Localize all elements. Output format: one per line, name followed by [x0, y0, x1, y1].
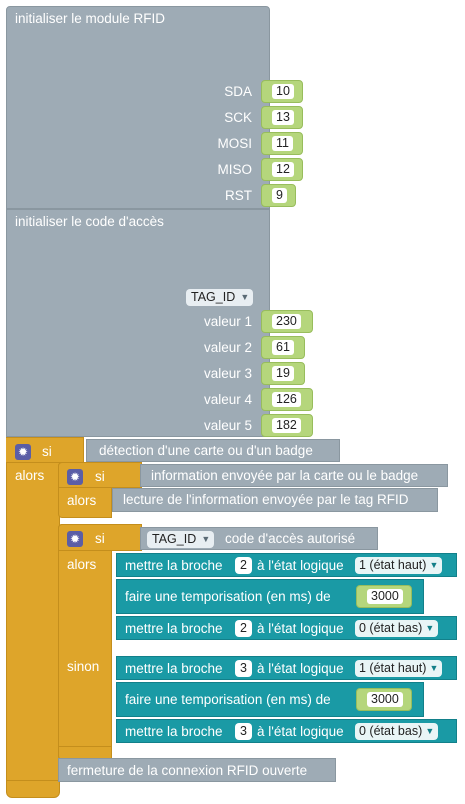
value-label-4: valeur 4: [203, 392, 252, 407]
access-code-init-title: initialiser le code d'accès: [15, 214, 164, 229]
tag-id-dropdown[interactable]: TAG_ID ▼: [186, 289, 254, 306]
value-3[interactable]: 19: [261, 362, 305, 385]
logic-state-dropdown[interactable]: 1 (état haut) ▼: [355, 660, 443, 677]
pin-label-sck: SCK: [224, 110, 252, 125]
rfid-init-title: initialiser le module RFID: [15, 11, 166, 26]
authorized-code-condition[interactable]: TAG_ID ▼ code d'accès autorisé: [140, 527, 378, 550]
value-5[interactable]: 182: [261, 414, 313, 437]
logic-state-label: 1 (état haut): [359, 661, 427, 675]
delay-value-then[interactable]: 3000: [356, 585, 412, 608]
if-block-outer[interactable]: [6, 437, 60, 789]
set-pin-mid: à l'état logique: [257, 661, 344, 676]
set-pin-low-block-then[interactable]: mettre la broche 2 à l'état logique 0 (é…: [116, 616, 457, 640]
delay-text: faire une temporisation (en ms) de: [125, 692, 331, 707]
value-label-2: valeur 2: [203, 340, 252, 355]
close-connection-block[interactable]: fermeture de la connexion RFID ouverte: [58, 758, 336, 782]
logic-state-dropdown[interactable]: 0 (état bas) ▼: [355, 620, 439, 637]
chevron-down-icon: ▼: [425, 623, 435, 633]
logic-state-label: 0 (état bas): [359, 621, 423, 635]
pin-value-miso-text[interactable]: 12: [272, 162, 294, 177]
set-pin-mid: à l'état logique: [257, 558, 344, 573]
pin-value-sck[interactable]: 13: [261, 106, 303, 129]
tag-id-condition-dropdown[interactable]: TAG_ID ▼: [147, 531, 215, 548]
set-pin-low-block-else[interactable]: mettre la broche 3 à l'état logique 0 (é…: [116, 719, 457, 743]
value-2[interactable]: 61: [261, 336, 305, 359]
chevron-down-icon: ▼: [425, 726, 435, 736]
logic-state-label: 0 (état bas): [359, 724, 423, 738]
gear-icon[interactable]: ✹: [15, 444, 31, 460]
authorized-code-text: code d'accès autorisé: [225, 531, 356, 546]
if-outer-alors-label: alors: [15, 468, 45, 483]
chevron-down-icon: ▼: [240, 292, 250, 302]
value-2-text[interactable]: 61: [272, 340, 294, 355]
if-inner1-si-label: si: [95, 469, 105, 484]
pin-number-field[interactable]: 2: [235, 557, 252, 574]
set-pin-prefix: mettre la broche: [125, 661, 223, 676]
set-pin-prefix: mettre la broche: [125, 558, 223, 573]
pin-label-miso: MISO: [217, 162, 252, 177]
access-code-init-block[interactable]: initialiser le code d'accès TAG_ID ▼: [6, 209, 270, 437]
delay-text: faire une temporisation (en ms) de: [125, 589, 331, 604]
tag-id-dropdown-label: TAG_ID: [191, 290, 236, 304]
pin-value-rst[interactable]: 9: [261, 184, 296, 207]
pin-value-sda-text[interactable]: 10: [272, 84, 294, 99]
pin-number-field[interactable]: 3: [235, 723, 252, 740]
delay-block-else[interactable]: faire une temporisation (en ms) de: [116, 682, 424, 717]
info-sent-text: information envoyée par la carte ou le b…: [151, 468, 419, 483]
value-4-text[interactable]: 126: [272, 392, 301, 407]
pin-value-rst-text[interactable]: 9: [272, 188, 287, 203]
delay-value-then-text[interactable]: 3000: [367, 589, 403, 604]
rfid-init-block[interactable]: initialiser le module RFID: [6, 6, 270, 209]
value-1-text[interactable]: 230: [272, 314, 301, 329]
set-pin-prefix: mettre la broche: [125, 724, 223, 739]
value-3-text[interactable]: 19: [272, 366, 294, 381]
pin-label-mosi: MOSI: [217, 136, 252, 151]
card-detection-text: détection d'une carte ou d'un badge: [99, 443, 313, 458]
value-5-text[interactable]: 182: [272, 418, 301, 433]
pin-label-rst: RST: [225, 188, 252, 203]
value-4[interactable]: 126: [261, 388, 313, 411]
info-sent-condition[interactable]: information envoyée par la carte ou le b…: [140, 464, 448, 487]
chevron-down-icon: ▼: [429, 560, 439, 570]
logic-state-dropdown[interactable]: 0 (état bas) ▼: [355, 723, 439, 740]
if-inner2-alors-label: alors: [67, 557, 97, 572]
logic-state-dropdown[interactable]: 1 (état haut) ▼: [355, 557, 443, 574]
close-connection-text: fermeture de la connexion RFID ouverte: [67, 763, 308, 778]
gear-icon[interactable]: ✹: [67, 531, 83, 547]
if-inner2-si-label: si: [95, 531, 105, 546]
logic-state-label: 1 (état haut): [359, 558, 427, 572]
set-pin-mid: à l'état logique: [257, 621, 344, 636]
read-tag-text: lecture de l'information envoyée par le …: [123, 492, 409, 507]
card-detection-condition[interactable]: détection d'une carte ou d'un badge: [86, 439, 340, 462]
if-inner2-sinon-label: sinon: [67, 659, 100, 674]
pin-value-sck-text[interactable]: 13: [272, 110, 294, 125]
value-1[interactable]: 230: [261, 310, 313, 333]
pin-value-miso[interactable]: 12: [261, 158, 303, 181]
if-block-inner-2[interactable]: [58, 524, 112, 760]
value-label-3: valeur 3: [203, 366, 252, 381]
value-label-5: valeur 5: [203, 418, 252, 433]
pin-value-mosi-text[interactable]: 11: [272, 136, 293, 151]
pin-value-mosi[interactable]: 11: [261, 132, 303, 155]
if-inner1-alors-label: alors: [67, 493, 97, 508]
chevron-down-icon: ▼: [201, 534, 211, 544]
if-block-outer-footer: [6, 780, 60, 798]
if-outer-si-label: si: [42, 444, 52, 459]
set-pin-high-block-else[interactable]: mettre la broche 3 à l'état logique 1 (é…: [116, 656, 457, 680]
pin-value-sda[interactable]: 10: [261, 80, 303, 103]
value-label-1: valeur 1: [203, 314, 252, 329]
chevron-down-icon: ▼: [429, 663, 439, 673]
read-tag-block[interactable]: lecture de l'information envoyée par le …: [112, 488, 438, 512]
set-pin-high-block-then[interactable]: mettre la broche 2 à l'état logique 1 (é…: [116, 553, 457, 577]
gear-icon[interactable]: ✹: [67, 469, 83, 485]
pin-label-sda: SDA: [224, 84, 252, 99]
delay-value-else[interactable]: 3000: [356, 688, 412, 711]
tag-id-condition-label: TAG_ID: [152, 532, 197, 546]
delay-value-else-text[interactable]: 3000: [367, 692, 403, 707]
set-pin-prefix: mettre la broche: [125, 621, 223, 636]
pin-number-field[interactable]: 3: [235, 660, 252, 677]
set-pin-mid: à l'état logique: [257, 724, 344, 739]
pin-number-field[interactable]: 2: [235, 620, 252, 637]
